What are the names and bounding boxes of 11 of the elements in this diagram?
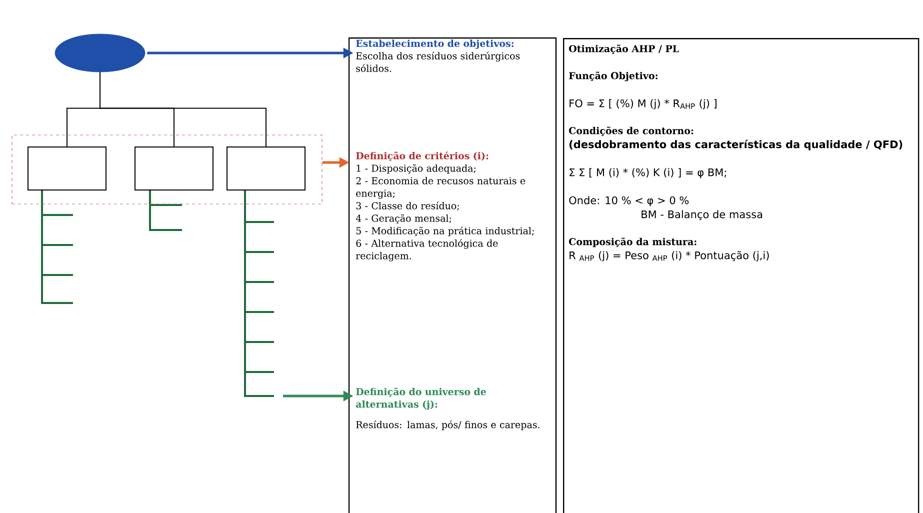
panel <box>348 37 557 513</box>
objective-text: Estabelecimento de objetivos: Escolha dos resíduos siderúrgicos sólidos. <box>356 40 520 72</box>
empty-box <box>28 146 106 190</box>
empty-box <box>226 146 306 190</box>
formula-panel: Otimização AHP / PL Função Objetivo: FO = Σ [ (%) M (j) * R$_{AHP}$ (j) ] Condições de contorno: (desdobramento das características da qualidade / QFD) Σ Σ [ M (i) * (%) K (i) ] = φ BM; Onde: 10 % < φ > 0 % BM - Balanço de massa Composição da mistura: R $_{AHP}$ (j) = Peso $_{AHP}$ (i) * Pontuação (j,i) <box>563 38 920 513</box>
connector-line <box>100 72 266 147</box>
alternatives-text: Definição do universo de alternativas (j): Resíduos: lamas, pós/ finos e carepas. <box>356 388 540 430</box>
empty-box <box>134 146 214 190</box>
north-ellipse <box>54 34 146 72</box>
criteria-text: Definição de critérios (i): 1 - Disposição adequada; 2 - Economia de recusos naturais e energia; 3 - Classe do resíduo; 4 - Geração mensal; 5 - Modificação na prática industrial; 6 - Alternativa tecnológica de reciclagem. <box>356 152 534 262</box>
dashed-group-box <box>12 134 322 204</box>
